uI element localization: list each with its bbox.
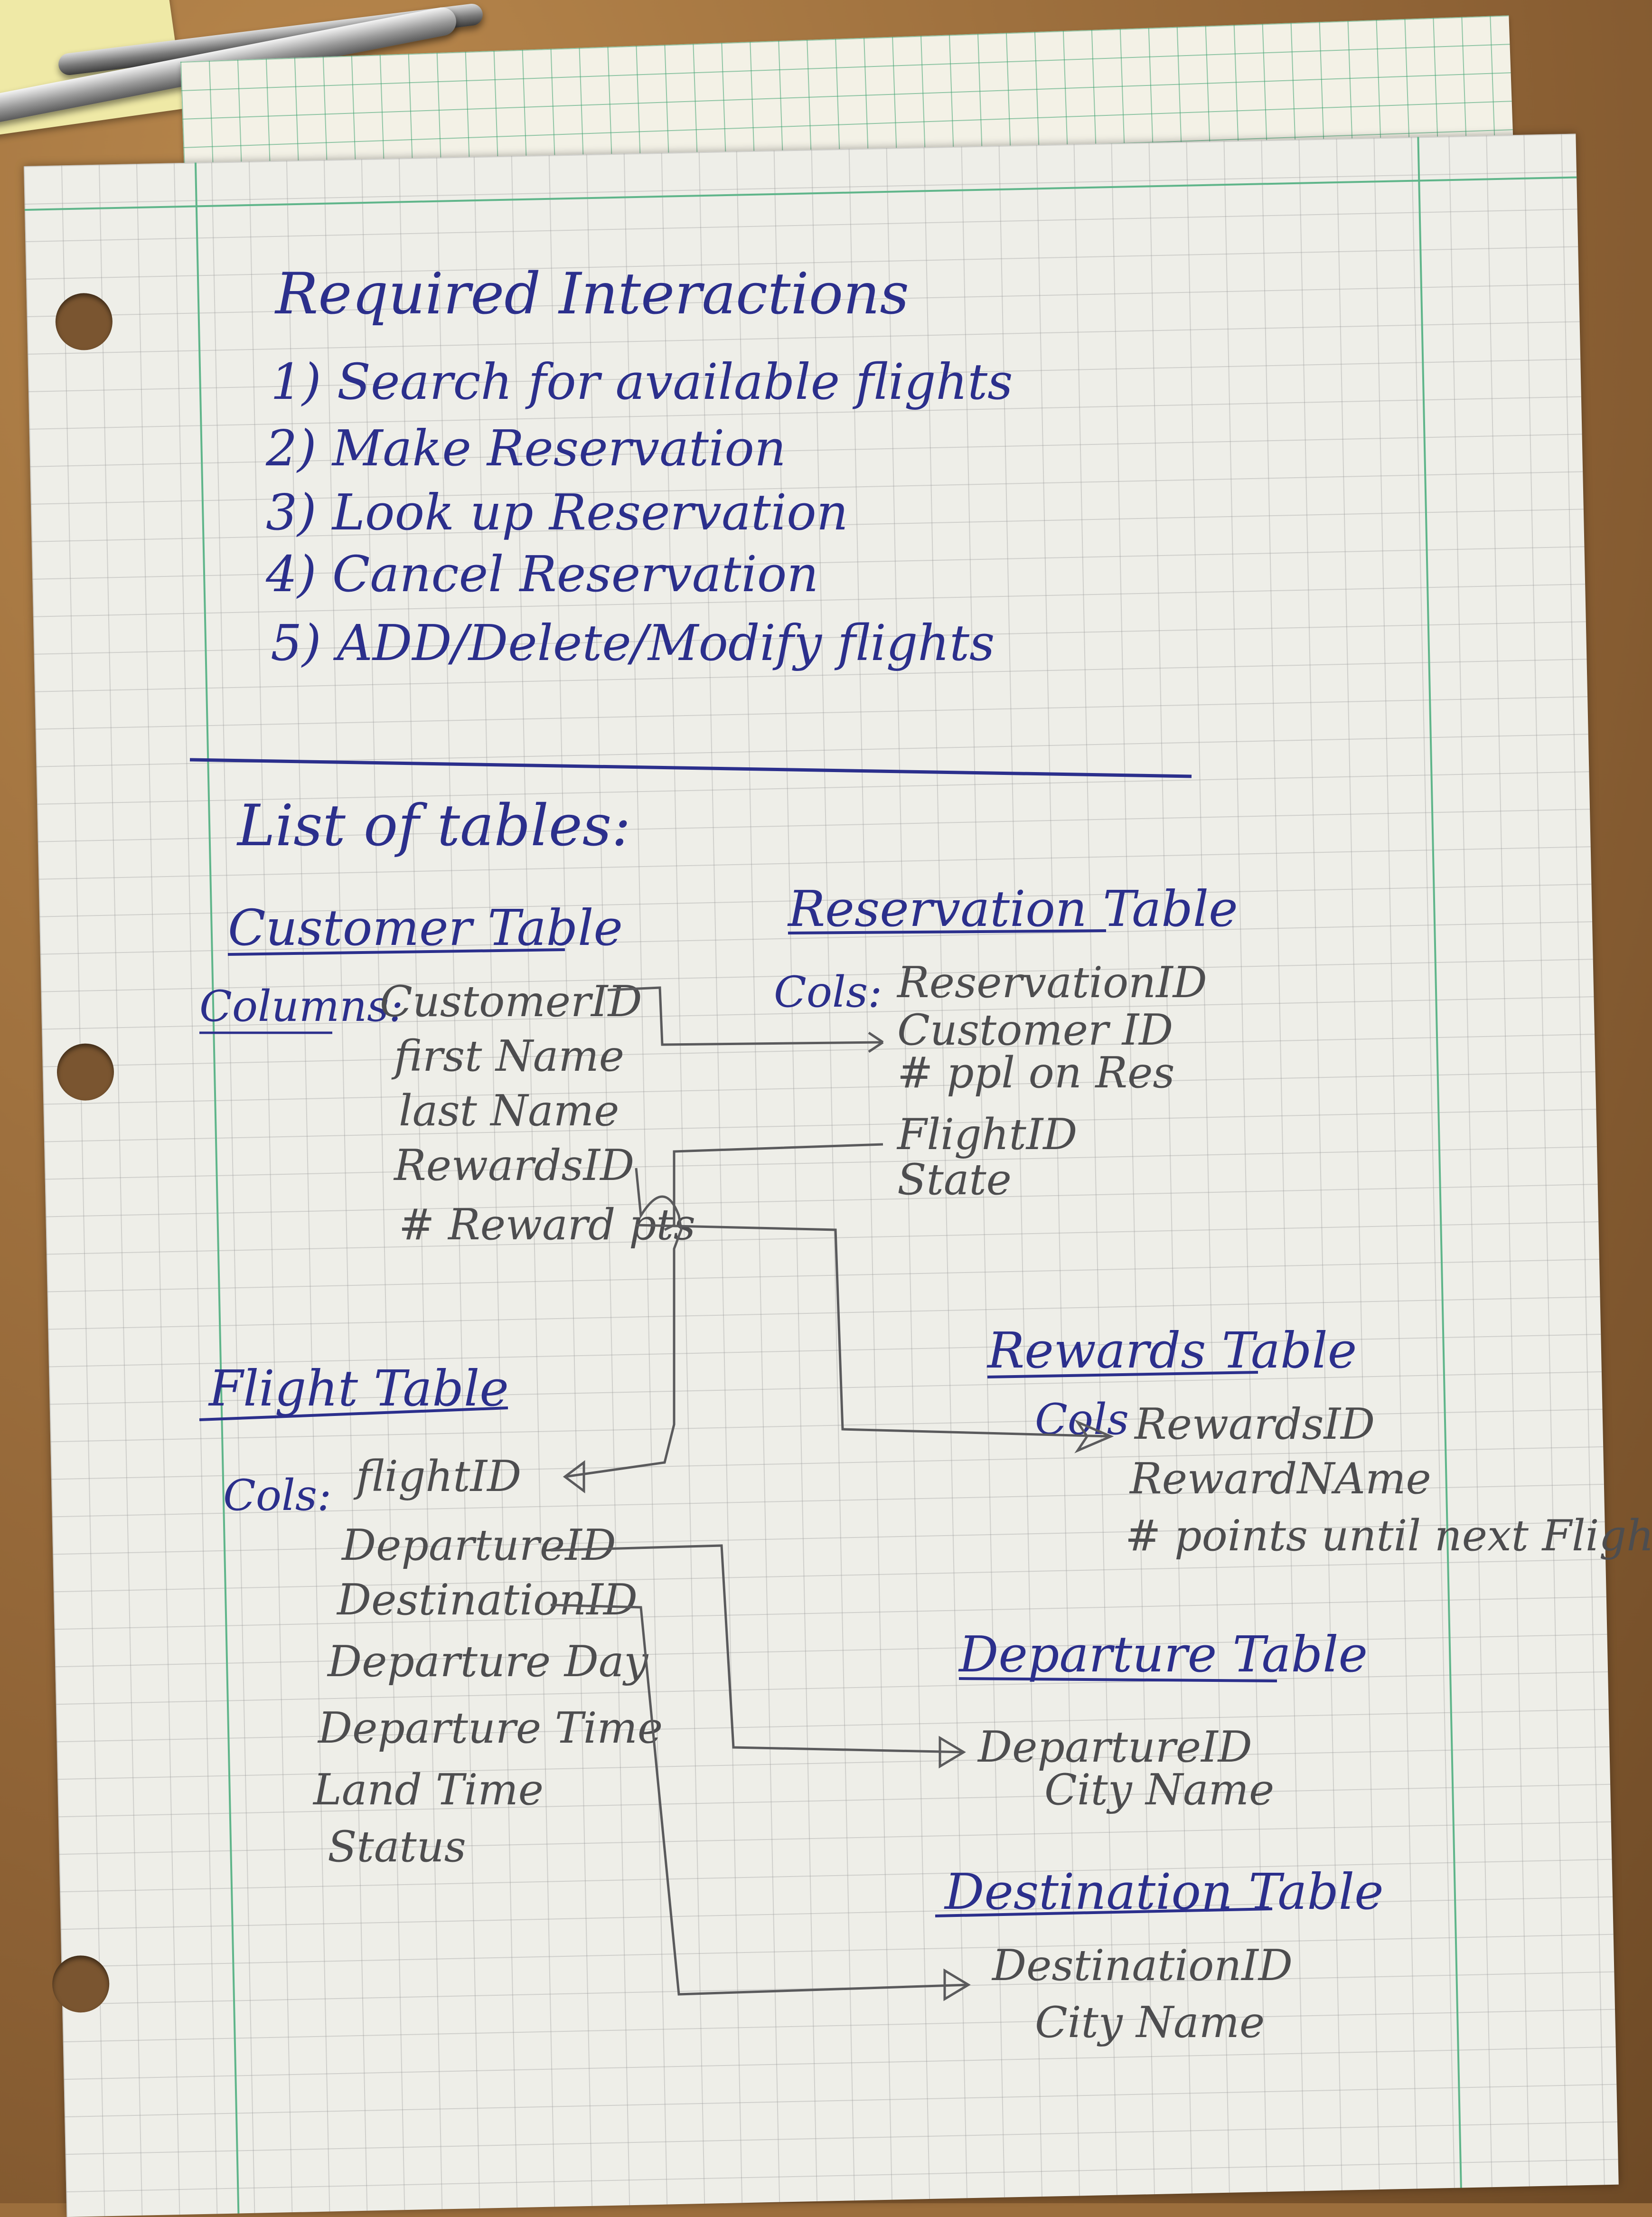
customer-title-underline xyxy=(227,948,565,956)
flight-column: Status xyxy=(328,1822,466,1872)
rewards-title-underline xyxy=(987,1371,1258,1378)
connector-flightid-flight xyxy=(564,1168,683,1478)
departure-column: DepartureID xyxy=(977,1722,1252,1772)
flight-column: flightID xyxy=(353,1452,521,1501)
rewards-cols-label: Cols xyxy=(1035,1395,1129,1444)
customer-table-title: Customer Table xyxy=(228,899,623,957)
connector-departureid xyxy=(550,1544,964,1754)
departure-table-title: Departure Table xyxy=(958,1625,1368,1683)
reservation-column: # ppl on Res xyxy=(897,1048,1175,1098)
flight-column: Land Time xyxy=(312,1765,544,1815)
interaction-item: 1) Search for available flights xyxy=(271,353,1013,411)
connector-rewardsid xyxy=(636,1224,1111,1438)
interaction-item: 5) ADD/Delete/Modify flights xyxy=(271,614,995,672)
customer-column: RewardsID xyxy=(393,1141,634,1190)
connector-flightid-reservation xyxy=(664,1143,883,1231)
destination-column: DestinationID xyxy=(991,1941,1293,1991)
interaction-item: 4) Cancel Reservation xyxy=(265,545,818,603)
interaction-item: 2) Make Reservation xyxy=(265,419,786,477)
flight-table-title: Flight Table xyxy=(208,1359,509,1417)
flight-column: DestinationID xyxy=(336,1575,638,1625)
arrowhead-departureid xyxy=(939,1736,966,1769)
interaction-item: 3) Look up Reservation xyxy=(266,483,848,541)
tables-list-heading: List of tables: xyxy=(236,793,631,859)
destination-title-underline xyxy=(935,1907,1273,1917)
customer-column: first Name xyxy=(391,1031,624,1081)
section-divider xyxy=(189,758,1192,778)
arrowhead-flightid xyxy=(563,1460,585,1493)
reservation-column: State xyxy=(897,1155,1012,1205)
reservation-column: ReservationID xyxy=(896,958,1207,1008)
reservation-cols-label: Cols: xyxy=(774,967,882,1017)
interactions-heading: Required Interactions xyxy=(274,261,909,327)
arrowhead-destinationid xyxy=(943,1968,971,2001)
departure-title-underline xyxy=(958,1677,1277,1682)
flight-column: Departure Time xyxy=(317,1703,663,1753)
connector-customerid xyxy=(607,986,883,1046)
rewards-table-title: Rewards Table xyxy=(986,1321,1357,1379)
relationship-lines xyxy=(550,986,1114,2001)
customer-column: last Name xyxy=(399,1086,619,1136)
reservation-column: Customer ID xyxy=(897,1005,1173,1055)
reservation-column: FlightID xyxy=(896,1110,1077,1160)
reservation-title-underline xyxy=(788,929,1107,934)
flight-title-underline xyxy=(199,1406,508,1421)
rewards-column: RewardNAme xyxy=(1129,1454,1431,1504)
rewards-column: # points until next Flight xyxy=(1125,1511,1652,1561)
flight-column: DepartureID xyxy=(341,1520,616,1570)
departure-column: City Name xyxy=(1044,1765,1274,1815)
reservation-table-title: Reservation Table xyxy=(787,880,1238,938)
customer-cols-label: Columns: xyxy=(199,981,404,1031)
connector-destinationid xyxy=(550,1604,969,1996)
arrowhead-customerid xyxy=(868,1031,884,1053)
flight-column: Departure Day xyxy=(327,1637,649,1687)
customer-column: CustomerID xyxy=(380,977,642,1027)
destination-column: City Name xyxy=(1035,1998,1265,2047)
rewards-column: RewardsID xyxy=(1134,1399,1375,1449)
flight-cols-label: Cols: xyxy=(223,1471,331,1520)
arrowhead-rewardsid xyxy=(1074,1419,1114,1453)
